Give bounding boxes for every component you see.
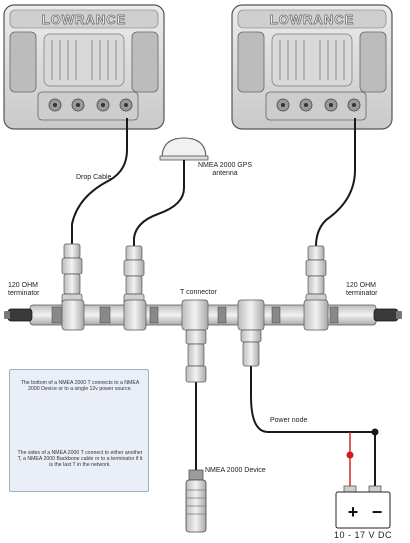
gps-antenna	[159, 137, 209, 161]
terminator-left	[4, 308, 33, 322]
display-unit-right: LOWRANCE	[231, 4, 393, 130]
drop-cable-label: Drop Cable	[76, 174, 112, 181]
power-junction	[371, 428, 379, 436]
nmea-device-label: NMEA 2000 Device	[205, 467, 266, 474]
terminator-right	[373, 308, 402, 322]
backbone	[29, 299, 377, 331]
display-logo-left: LOWRANCE	[42, 12, 127, 27]
gps-drop-cable	[133, 160, 185, 246]
info-box: The bottom of a NMEA 2000 T connects to …	[9, 369, 149, 492]
battery: + −	[335, 485, 391, 529]
drop-connector-right	[305, 245, 327, 305]
battery-minus-sign: −	[372, 502, 383, 522]
terminator-left-label: 120 OHM terminator	[8, 282, 40, 297]
display-unit-left: LOWRANCE	[3, 4, 165, 130]
power-node-label: Power node	[270, 417, 308, 424]
voltage-label: 10 - 17 V DC	[334, 530, 393, 540]
t-connector-5	[303, 299, 329, 331]
t-connector-label: T connector	[180, 289, 217, 296]
t-connector-4	[237, 299, 265, 331]
terminator-right-label: 120 OHM terminator	[346, 282, 378, 297]
device-drop-connector	[185, 329, 207, 383]
battery-plus-sign: +	[348, 502, 359, 522]
gps-antenna-label: NMEA 2000 GPS antenna	[198, 162, 253, 177]
drop-cable-left	[71, 118, 128, 244]
power-cable	[250, 366, 375, 433]
info-box-bottom-text: The sides of a NMEA 2000 T connect to ei…	[17, 450, 143, 469]
power-drop-connector	[240, 329, 262, 367]
fuse-indicator	[346, 451, 354, 459]
display-logo-right: LOWRANCE	[270, 12, 355, 27]
drop-cable-right	[315, 118, 356, 247]
t-connector-3	[181, 299, 209, 331]
drop-connector-left	[61, 243, 83, 305]
cables	[71, 118, 376, 486]
t-connector-1	[61, 299, 85, 331]
drop-connector-gps	[123, 245, 145, 305]
nmea2000-device	[185, 469, 207, 533]
info-box-top-text: The bottom of a NMEA 2000 T connects to …	[20, 380, 140, 393]
t-connector-2	[123, 299, 147, 331]
